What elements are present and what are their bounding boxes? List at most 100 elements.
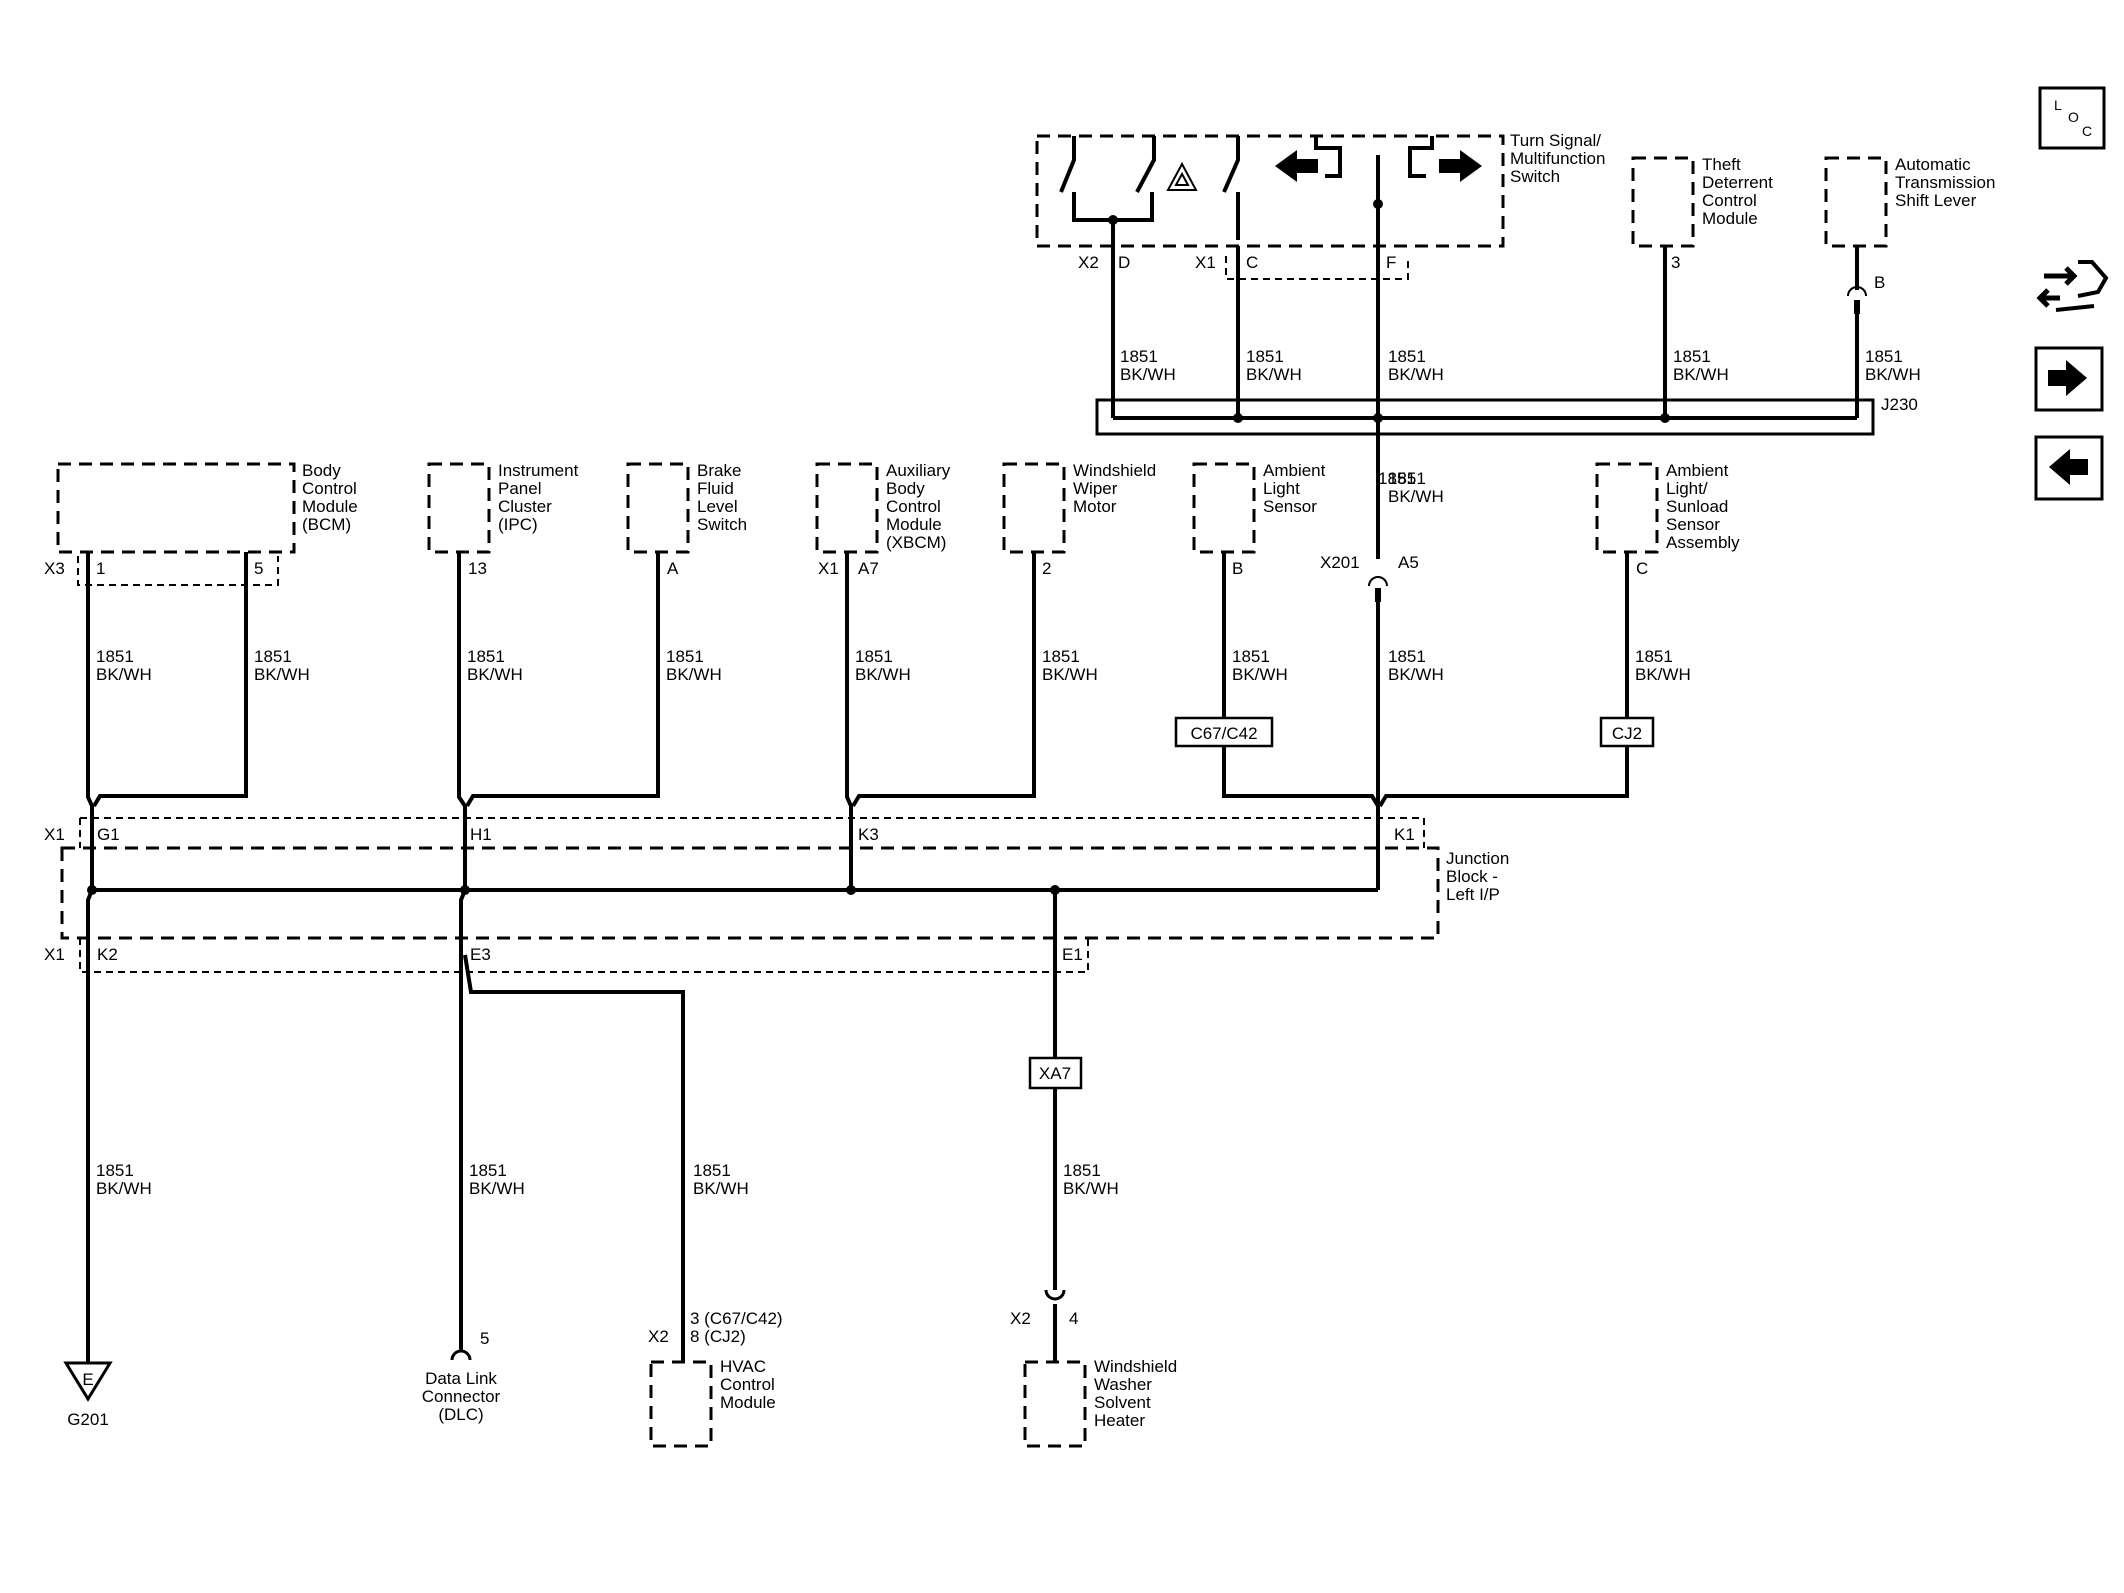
svg-text:1851: 1851	[1232, 647, 1270, 666]
svg-text:Body: Body	[302, 461, 341, 480]
svg-text:(XBCM): (XBCM)	[886, 533, 946, 552]
svg-text:1851: 1851	[1635, 647, 1673, 666]
option-box-c67-c42: C67/C42	[1174, 716, 1274, 748]
svg-text:Control: Control	[302, 479, 357, 498]
arrow-right-icon	[2044, 266, 2078, 286]
svg-text:1851: 1851	[469, 1161, 507, 1180]
ground-g201: E G201	[63, 1361, 113, 1429]
svg-text:HVAC: HVAC	[720, 1357, 766, 1376]
ambient-light-sensor: Ambient Light Sensor B	[1192, 461, 1326, 578]
wire-labels-top: 1851 BK/WH 1851 BK/WH 1851 BK/WH 1851 BK…	[1120, 347, 1921, 384]
option-box-cj2: CJ2	[1599, 716, 1655, 748]
svg-text:Block -: Block -	[1446, 867, 1498, 886]
svg-text:BK/WH: BK/WH	[1388, 365, 1444, 384]
svg-text:(IPC): (IPC)	[498, 515, 538, 534]
theft-pin: 3	[1671, 253, 1680, 272]
svg-text:5: 5	[480, 1329, 489, 1348]
svg-text:Module: Module	[886, 515, 942, 534]
arrow-left-icon	[2036, 288, 2060, 308]
brake-fluid-level-switch: Brake Fluid Level Switch A	[626, 461, 747, 578]
loc-l: L	[2054, 97, 2062, 113]
svg-text:BK/WH: BK/WH	[1042, 665, 1098, 684]
svg-text:BK/WH: BK/WH	[1246, 365, 1302, 384]
svg-text:1851: 1851	[666, 647, 704, 666]
svg-text:Module: Module	[1702, 209, 1758, 228]
svg-text:BK/WH: BK/WH	[1865, 365, 1921, 384]
svg-text:1851: 1851	[1673, 347, 1711, 366]
svg-text:Auxiliary: Auxiliary	[886, 461, 951, 480]
svg-text:BK/WH: BK/WH	[693, 1179, 749, 1198]
svg-text:Transmission: Transmission	[1895, 173, 1995, 192]
svg-text:K2: K2	[97, 945, 118, 964]
svg-text:BK/WH: BK/WH	[96, 1179, 152, 1198]
body-control-module: Body Control Module (BCM) X3 1 5	[44, 461, 358, 586]
svg-text:3 (C67/C42): 3 (C67/C42)	[690, 1309, 783, 1328]
svg-text:Body: Body	[886, 479, 925, 498]
next-page-button[interactable]	[2034, 346, 2104, 412]
svg-text:(BCM): (BCM)	[302, 515, 351, 534]
svg-text:Motor: Motor	[1073, 497, 1117, 516]
connector-view-button[interactable]	[2036, 260, 2109, 312]
bcm-conn: X3	[44, 559, 65, 578]
svg-text:Junction: Junction	[1446, 849, 1509, 868]
svg-text:1851: 1851	[467, 647, 505, 666]
svg-text:Sensor: Sensor	[1666, 515, 1720, 534]
svg-text:Fluid: Fluid	[697, 479, 734, 498]
svg-text:1851: 1851	[1246, 347, 1284, 366]
svg-text:Left I/P: Left I/P	[1446, 885, 1500, 904]
svg-text:8 (CJ2): 8 (CJ2)	[690, 1327, 746, 1346]
svg-text:E3: E3	[470, 945, 491, 964]
hazard-switch-contact-1	[1059, 136, 1076, 193]
shift-lever-pin: B	[1874, 273, 1885, 292]
svg-text:Wiper: Wiper	[1073, 479, 1118, 498]
turn-signal-switch-name-3: Switch	[1510, 167, 1560, 186]
theft-deterrent-module: Theft Deterrent Control Module 3	[1631, 155, 1773, 272]
svg-text:BK/WH: BK/WH	[1673, 365, 1729, 384]
svg-text:XA7: XA7	[1039, 1064, 1071, 1083]
auxiliary-body-control-module: Auxiliary Body Control Module (XBCM) X1 …	[815, 461, 951, 578]
svg-text:A: A	[667, 559, 679, 578]
svg-text:BK/WH: BK/WH	[467, 665, 523, 684]
hazard-triangle-icon	[1166, 161, 1198, 191]
svg-text:Theft: Theft	[1702, 155, 1741, 174]
svg-text:Sunload: Sunload	[1666, 497, 1728, 516]
svg-text:X1: X1	[44, 945, 65, 964]
inline-connector-x201: 1851 1851 BK/WH X201 A5	[1320, 469, 1444, 602]
right-arrow-icon	[1439, 150, 1482, 182]
locator-button[interactable]: L O C	[2038, 86, 2106, 150]
switch-conn-x1: X1	[1195, 253, 1216, 272]
svg-text:BK/WH: BK/WH	[96, 665, 152, 684]
previous-page-button[interactable]	[2034, 435, 2104, 501]
loc-c: C	[2082, 123, 2092, 139]
switch-pin-c: C	[1246, 253, 1258, 272]
svg-text:BK/WH: BK/WH	[1635, 665, 1691, 684]
previous-arrow-icon	[2049, 449, 2088, 485]
svg-text:1851: 1851	[1378, 469, 1416, 488]
svg-text:Assembly: Assembly	[1666, 533, 1740, 552]
windshield-wiper-motor: Windshield Wiper Motor 2	[1002, 461, 1156, 578]
svg-text:Shift Lever: Shift Lever	[1895, 191, 1977, 210]
svg-text:1851: 1851	[1042, 647, 1080, 666]
svg-text:5: 5	[254, 559, 263, 578]
svg-text:Brake: Brake	[697, 461, 741, 480]
svg-text:Automatic: Automatic	[1895, 155, 1971, 174]
svg-text:C67/C42: C67/C42	[1190, 724, 1257, 743]
svg-text:Light/: Light/	[1666, 479, 1708, 498]
svg-text:BK/WH: BK/WH	[1388, 665, 1444, 684]
data-link-connector: 5 Data Link Connector (DLC)	[422, 1329, 501, 1424]
svg-text:1851: 1851	[855, 647, 893, 666]
ambient-light-sunload-sensor: Ambient Light/ Sunload Sensor Assembly C	[1595, 461, 1740, 578]
svg-text:1851: 1851	[96, 647, 134, 666]
svg-text:Module: Module	[720, 1393, 776, 1412]
svg-text:Instrument: Instrument	[498, 461, 579, 480]
windshield-washer-solvent-heater: X2 4 Windshield Washer Solvent Heater	[1010, 1289, 1177, 1448]
svg-text:Panel: Panel	[498, 479, 541, 498]
switch-pin-d: D	[1118, 253, 1130, 272]
switch-conn-x2: X2	[1078, 253, 1099, 272]
svg-text:13: 13	[468, 559, 487, 578]
svg-text:X1: X1	[44, 825, 65, 844]
svg-text:Switch: Switch	[697, 515, 747, 534]
instrument-panel-cluster: Instrument Panel Cluster (IPC) 13	[427, 461, 579, 578]
ground-symbol-icon	[63, 1361, 113, 1402]
connector-plug-icon	[2077, 260, 2109, 298]
